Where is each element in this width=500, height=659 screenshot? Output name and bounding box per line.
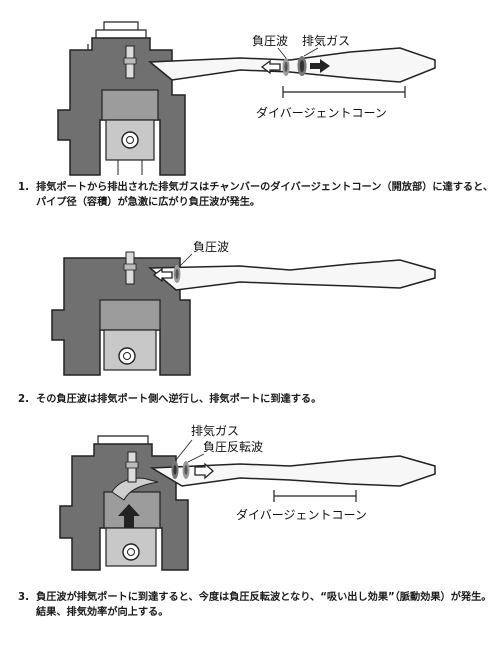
caption-2: 2. その負圧波は排気ポート側へ逆行し、排気ポートに到達する。 — [18, 392, 321, 407]
caption-2-number: 2. — [18, 394, 29, 405]
cylinder-head-fins — [97, 435, 149, 444]
caption-1-line1: 排気ポートから排出された排気ガスはチャンバーのダイバージェントコーン（開放部）に… — [36, 182, 494, 193]
right-hollow-arrow — [194, 462, 214, 480]
exhaust-pipe — [148, 259, 436, 291]
cylinder-bore — [99, 299, 161, 331]
label-diverging-cone-3: ダイバージェントコーン — [236, 508, 367, 522]
caption-2-line1: その負圧波は排気ポート側へ逆行し、排気ポートに到達する。 — [36, 394, 322, 405]
engine-diagram-1 — [57, 21, 436, 176]
label-exhaust-gas-3: 排気ガス — [191, 424, 240, 438]
label-diverging-cone-1: ダイバージェントコーン — [256, 106, 387, 120]
scavenge-flow — [111, 477, 159, 501]
caption-1-number: 1. — [18, 182, 29, 193]
label-exhaust-gas-1: 排気ガス — [302, 34, 351, 48]
caption-3: 3. 負圧波が排気ポートに到達すると、今度は負圧反転波となり、“吸い出し効果”（… — [18, 590, 491, 620]
label-negative-wave-1: 負圧波 — [252, 34, 289, 48]
caption-3-line2: 結果、排気効率が向上する。 — [36, 607, 169, 618]
caption-1-line2: パイプ径（容積）が急激に広がり負圧波が発生。 — [36, 197, 261, 208]
engine-diagram-2 — [51, 251, 436, 376]
diverging-cone-bracket — [282, 86, 406, 98]
left-hollow-arrow — [152, 267, 173, 283]
cylinder-bore — [101, 89, 159, 121]
exhaust-pipe — [148, 47, 436, 83]
diverging-cone-bracket — [273, 490, 357, 502]
cylinder-head-fins — [87, 21, 147, 50]
caption-1: 1. 排気ポートから排出された排気ガスはチャンバーのダイバージェントコーン（開放… — [18, 180, 493, 210]
caption-3-number: 3. — [18, 592, 29, 603]
panel-1: 負圧波 排気ガス ダイバージェントコーン 1. 排気ポートから排出された排気ガス… — [0, 0, 500, 230]
panel-2: 負圧波 2. その負圧波は排気ポート側へ逆行し、排気ポートに到達する。 — [0, 230, 500, 420]
panel-3: 排気ガス 負圧反転波 ダイバージェントコーン 3. 負圧波が排気ポートに到達する… — [0, 420, 500, 659]
right-solid-arrow — [310, 59, 330, 73]
exhaust-pipe — [149, 455, 436, 487]
left-hollow-arrow — [260, 59, 281, 75]
label-negative-wave-2: 負圧波 — [193, 240, 230, 254]
up-arrow — [118, 504, 140, 528]
label-reflected-wave-3: 負圧反転波 — [203, 440, 264, 454]
engine-diagram-3 — [59, 435, 436, 571]
caption-3-line1: 負圧波が排気ポートに到達すると、今度は負圧反転波となり、“吸い出し効果”（脈動効… — [36, 592, 492, 603]
